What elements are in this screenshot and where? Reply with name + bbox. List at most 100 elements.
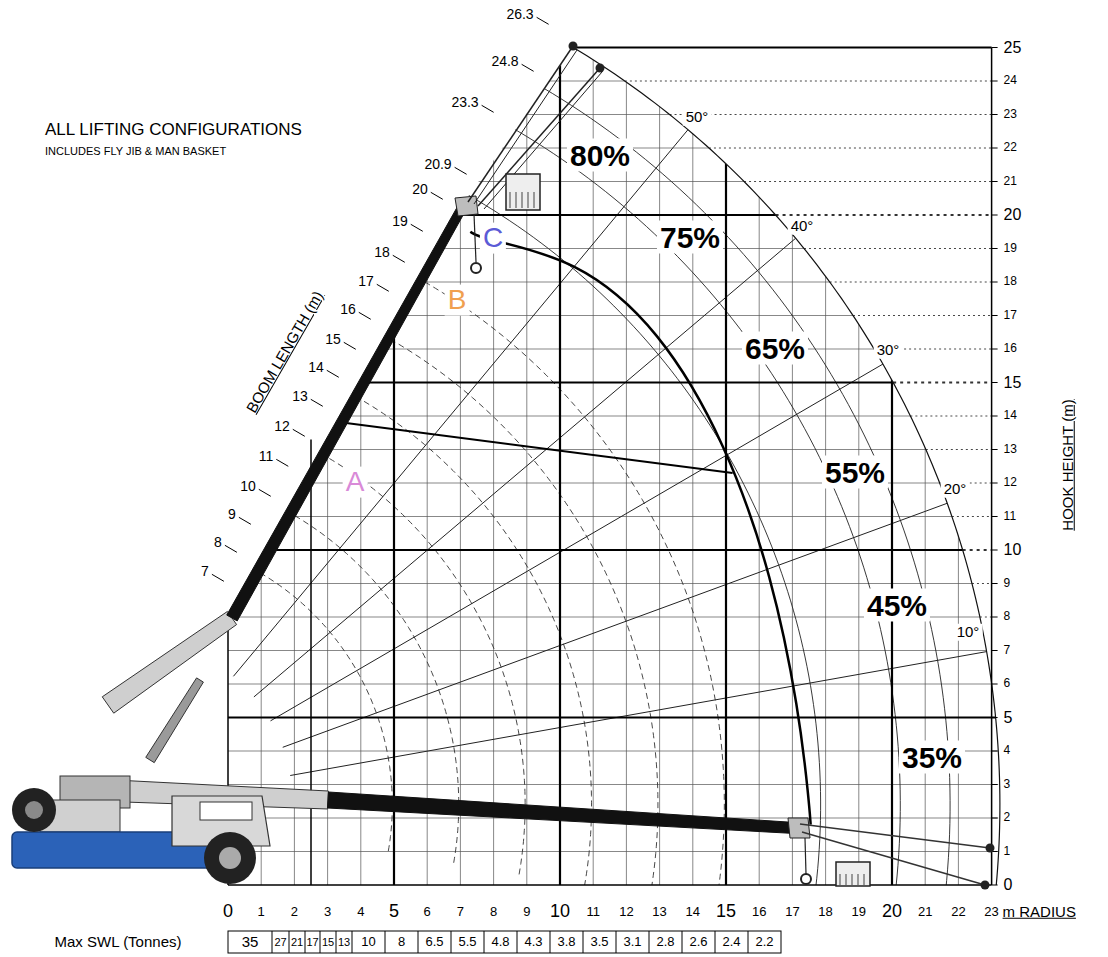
radius-value: 2 bbox=[291, 905, 298, 919]
table-divider bbox=[484, 931, 485, 953]
swl-table bbox=[228, 931, 781, 953]
boom-length-value: 16 bbox=[340, 302, 356, 317]
basket-rail bbox=[510, 192, 511, 208]
hook-height-value: 12 bbox=[1004, 476, 1017, 489]
basket-rail bbox=[846, 874, 847, 885]
height-tick bbox=[992, 181, 998, 182]
grid-line bbox=[493, 48, 494, 886]
table-divider bbox=[715, 931, 716, 953]
grid-major-line bbox=[393, 48, 395, 886]
height-tick bbox=[992, 315, 998, 316]
wheel-hub bbox=[219, 847, 241, 869]
swl-value: 3.8 bbox=[557, 935, 575, 949]
hook-height-value: 17 bbox=[1004, 309, 1017, 322]
grid-line bbox=[759, 48, 760, 886]
grid-line bbox=[228, 583, 998, 584]
table-divider bbox=[336, 931, 337, 953]
zone-divider-line bbox=[344, 423, 732, 473]
table-divider bbox=[517, 931, 518, 953]
swl-value: 15 bbox=[322, 936, 334, 948]
height-tick bbox=[992, 516, 998, 517]
hook-height-value: 24 bbox=[1004, 74, 1017, 87]
radius-value: 16 bbox=[752, 905, 766, 919]
radius-value: 15 bbox=[716, 902, 736, 922]
dotted-height-line bbox=[776, 214, 992, 216]
boom-angle-line bbox=[254, 238, 796, 697]
jib-tip bbox=[981, 881, 990, 890]
height-tick bbox=[992, 382, 998, 383]
radius-value: 18 bbox=[818, 905, 832, 919]
hook-height-value: 20 bbox=[1004, 206, 1022, 224]
hook-rope bbox=[474, 214, 476, 262]
dotted-height-line bbox=[980, 617, 992, 618]
dotted-height-line bbox=[744, 181, 992, 182]
boom-telescopic-section bbox=[328, 792, 796, 833]
swl-value: 4.3 bbox=[524, 935, 542, 949]
leader-line bbox=[239, 517, 251, 524]
swl-value: 27 bbox=[274, 936, 286, 948]
dotted-height-line bbox=[926, 449, 992, 450]
height-tick bbox=[992, 550, 998, 551]
table-divider bbox=[305, 931, 306, 953]
grid-line bbox=[692, 48, 693, 886]
basket-rail bbox=[858, 874, 859, 885]
height-tick bbox=[992, 650, 998, 651]
grid-line bbox=[228, 282, 998, 283]
hook-block bbox=[801, 874, 811, 884]
cab-window bbox=[200, 802, 252, 820]
height-tick bbox=[992, 114, 998, 115]
swl-value: 21 bbox=[291, 936, 303, 948]
hook-height-value: 6 bbox=[1004, 677, 1011, 690]
grid-line bbox=[261, 48, 262, 886]
hook-height-value: 22 bbox=[1004, 141, 1017, 154]
boom-length-value: 13 bbox=[292, 389, 308, 404]
height-tick bbox=[992, 148, 998, 149]
swl-value: 17 bbox=[306, 936, 318, 948]
height-tick bbox=[992, 449, 998, 450]
table-divider bbox=[320, 931, 321, 953]
load-percentage: 80% bbox=[567, 139, 633, 172]
hook-height-value: 0 bbox=[1004, 876, 1013, 894]
boom-angle: 10° bbox=[954, 624, 983, 641]
dotted-height-line bbox=[804, 248, 992, 249]
boom-angle: 40° bbox=[788, 218, 817, 235]
leader-line bbox=[344, 342, 356, 349]
table-header: Max SWL (Tonnes) bbox=[55, 934, 182, 951]
hook-height-value: 25 bbox=[1004, 39, 1022, 57]
configuration-letter: C bbox=[480, 223, 506, 254]
table-row bbox=[228, 931, 781, 953]
top-limit-line bbox=[573, 47, 991, 49]
outer-reach-arc bbox=[573, 47, 1000, 885]
swl-value: 10 bbox=[361, 935, 375, 949]
leader-line bbox=[431, 192, 443, 199]
boom-length-value: 12 bbox=[274, 419, 290, 434]
radius-value: 22 bbox=[951, 905, 965, 919]
hook-height-value: 21 bbox=[1004, 175, 1017, 188]
fly-jib bbox=[800, 824, 990, 848]
jib-tip bbox=[569, 42, 578, 51]
radius-value: 7 bbox=[457, 905, 464, 919]
load-percentage: 55% bbox=[822, 456, 888, 489]
boom-length-value: 15 bbox=[325, 332, 341, 347]
boom-head bbox=[455, 196, 478, 216]
dotted-height-line bbox=[853, 315, 992, 316]
swl-value: 2.4 bbox=[722, 935, 740, 949]
axis-title: HOOK HEIGHT (m) bbox=[1060, 399, 1077, 530]
boom-length-value: 19 bbox=[392, 214, 408, 229]
radius-value: 10 bbox=[550, 902, 570, 922]
height-tick bbox=[992, 248, 998, 249]
leader-line bbox=[359, 312, 371, 319]
boom-telescopic-section bbox=[227, 204, 467, 621]
configuration-letter: B bbox=[445, 285, 470, 316]
boom-length-value: 10 bbox=[240, 479, 256, 494]
hook-height-value: 9 bbox=[1004, 577, 1011, 590]
swl-value: 2.2 bbox=[755, 935, 773, 949]
dotted-height-line bbox=[963, 549, 992, 551]
boom-length-value: 8 bbox=[214, 535, 222, 550]
height-tick bbox=[992, 483, 998, 484]
leader-line bbox=[537, 17, 549, 24]
rear-wheel bbox=[12, 788, 56, 832]
grid-line bbox=[228, 516, 998, 517]
hook-height-value: 8 bbox=[1004, 610, 1011, 623]
